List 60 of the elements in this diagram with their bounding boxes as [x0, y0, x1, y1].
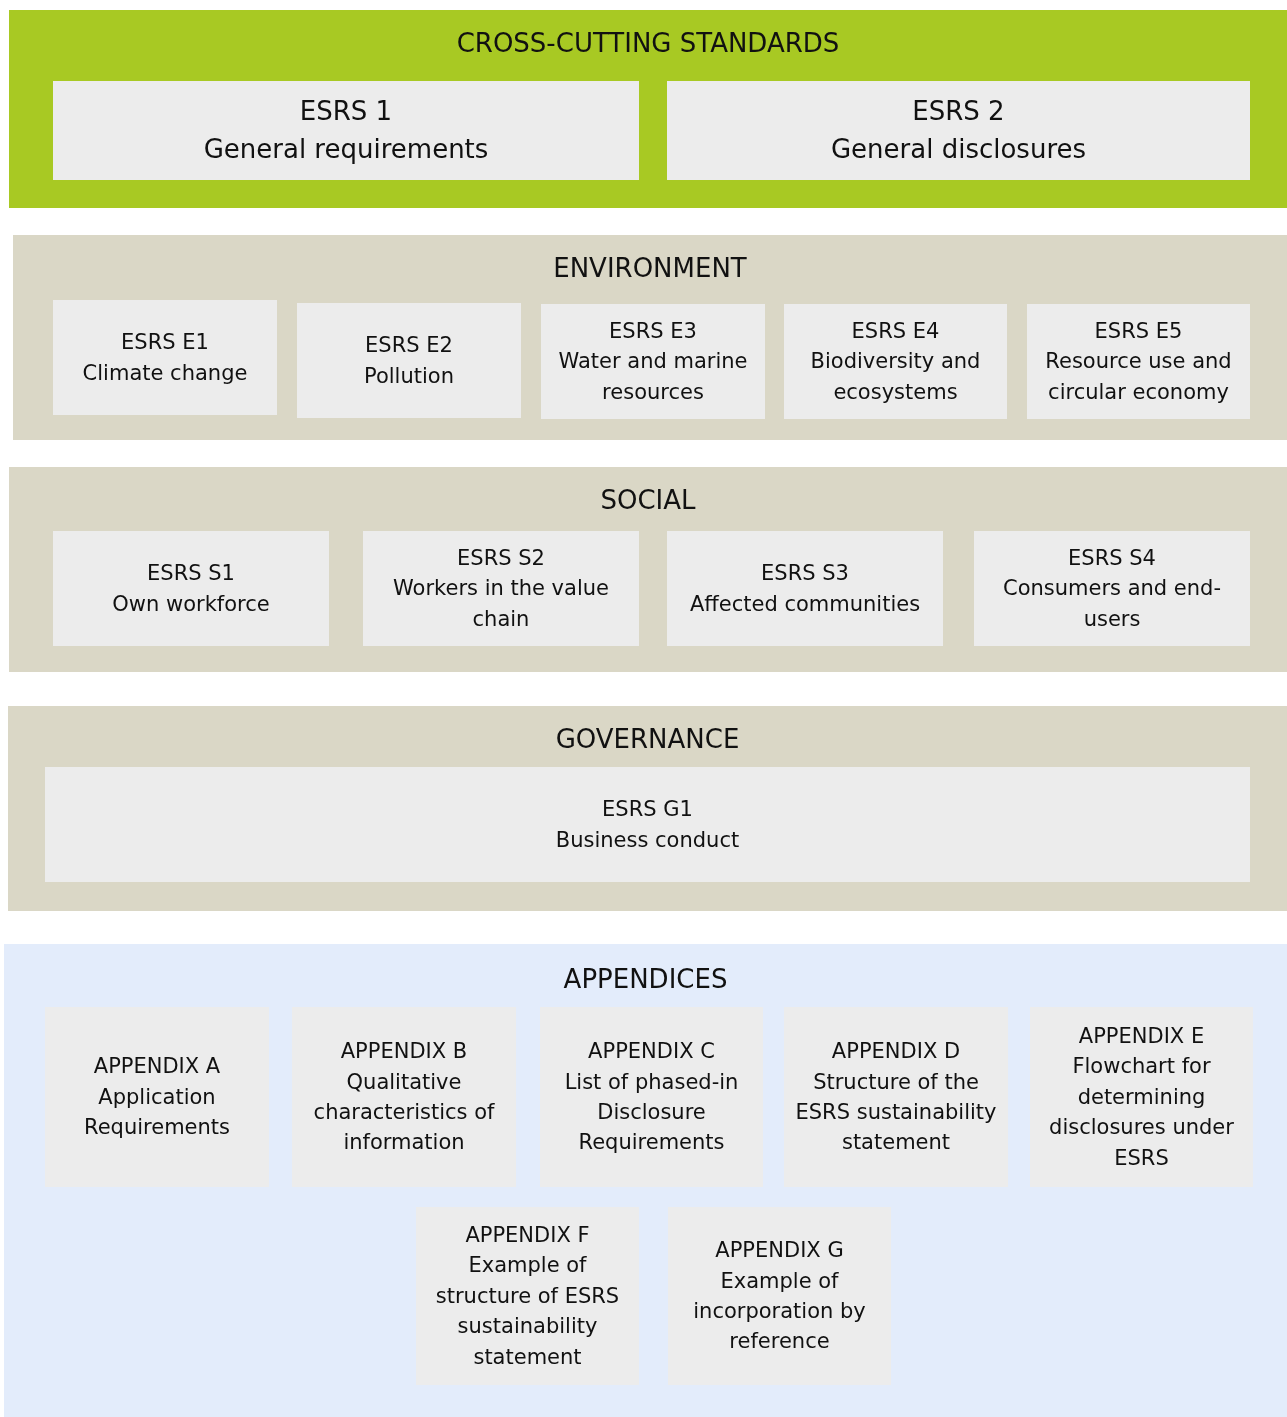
- standard-code: APPENDIX E: [1078, 1022, 1205, 1050]
- band-title: GOVERNANCE: [554, 724, 741, 754]
- standard-title: Climate change: [82, 359, 248, 387]
- band-title: ENVIRONMENT: [552, 253, 748, 283]
- standard-card: [297, 303, 521, 418]
- band-title: APPENDICES: [562, 964, 729, 994]
- standard-code: APPENDIX D: [831, 1038, 961, 1066]
- standard-code: ESRS E1: [121, 329, 209, 357]
- band-title: CROSS-CUTTING STANDARDS: [455, 28, 841, 58]
- standard-code: ESRS 1: [299, 94, 393, 128]
- category-band: [9, 467, 1287, 672]
- standard-card: [974, 531, 1250, 646]
- standard-code: ESRS G1: [602, 796, 693, 824]
- standard-title: Qualitative characteristics of information: [312, 1068, 496, 1157]
- standard-code: ESRS E3: [609, 317, 697, 345]
- standard-title: Example of structure of ESRS sustainability statement: [434, 1252, 621, 1371]
- standard-title: General disclosures: [830, 132, 1087, 166]
- standard-code: APPENDIX F: [465, 1221, 590, 1249]
- category-band: [13, 235, 1287, 440]
- standard-title: Biodiversity and ecosystems: [809, 348, 982, 406]
- standard-title: General requirements: [203, 132, 489, 166]
- category-band: [9, 10, 1287, 208]
- standard-card: [541, 304, 765, 419]
- standard-title: Flowchart for determining disclosures under ESRS: [1048, 1053, 1235, 1172]
- standard-title: Consumers and end-users: [1002, 575, 1222, 633]
- standard-code: ESRS S2: [457, 544, 545, 572]
- standard-card: [45, 767, 1250, 882]
- standard-code: APPENDIX B: [340, 1038, 468, 1066]
- standard-card: [667, 531, 943, 646]
- standard-code: ESRS 2: [912, 94, 1005, 128]
- standard-title: Business conduct: [555, 826, 740, 854]
- standard-title: Water and marine resources: [557, 348, 749, 406]
- category-band: [4, 944, 1287, 1417]
- standard-code: APPENDIX C: [588, 1038, 715, 1066]
- standard-title: Structure of the ESRS sustainability statement: [794, 1068, 998, 1157]
- standard-code: APPENDIX G: [715, 1237, 844, 1265]
- standard-code: APPENDIX A: [93, 1053, 221, 1081]
- standard-code: ESRS E4: [851, 317, 940, 345]
- standard-code: ESRS E5: [1094, 317, 1183, 345]
- standard-title: Example of incorporation by reference: [692, 1267, 867, 1356]
- category-band: [8, 706, 1287, 911]
- standard-code: ESRS S3: [761, 560, 849, 588]
- standard-title: Workers in the value chain: [392, 575, 610, 633]
- standard-title: Own workforce: [112, 590, 270, 618]
- standard-title: Affected communities: [689, 590, 921, 618]
- standard-title: List of phased-in Disclosure Requirements: [563, 1068, 740, 1157]
- standard-code: ESRS E2: [365, 332, 453, 360]
- standard-card: [363, 531, 639, 646]
- standard-title: Pollution: [364, 362, 454, 390]
- standard-title: Resource use and circular economy: [1044, 348, 1233, 406]
- standard-card: [667, 81, 1250, 180]
- standard-code: ESRS S1: [147, 560, 235, 588]
- standard-card: [53, 531, 329, 646]
- standard-code: ESRS S4: [1068, 544, 1156, 572]
- standard-card: [53, 300, 277, 415]
- band-title: SOCIAL: [599, 485, 697, 515]
- standard-card: [784, 304, 1007, 419]
- standard-card: [1027, 304, 1250, 419]
- standard-title: Application Requirements: [83, 1083, 231, 1142]
- standard-card: [53, 81, 639, 180]
